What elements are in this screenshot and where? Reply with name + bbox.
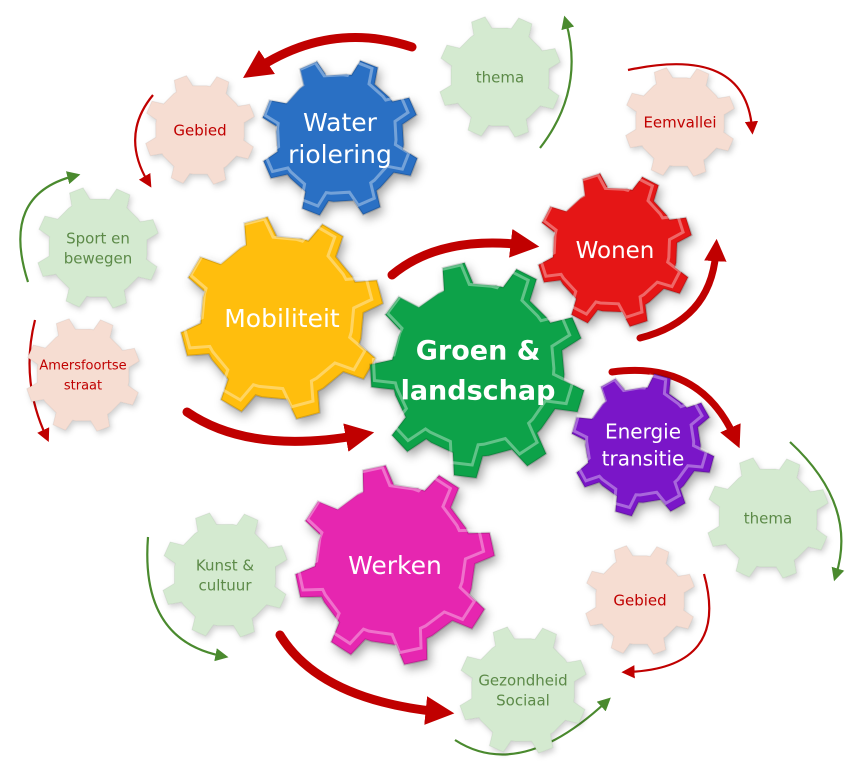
gear-sport-body — [37, 187, 159, 309]
gear-wonen-highlight — [538, 173, 685, 320]
gear-gezondheid-label-2: Sociaal — [496, 691, 550, 709]
gear-wonen: Wonen — [537, 172, 693, 328]
arrow-eemvallei-loop — [627, 63, 759, 135]
gear-gebied-top-body — [144, 74, 256, 186]
gear-eemvallei-label-1: Eemvallei — [643, 113, 716, 131]
gear-energie-label-2: transitie — [602, 447, 685, 471]
gear-water-label-1: Water — [303, 108, 378, 137]
arrow-sport-loop — [19, 171, 81, 283]
arrow-wonen-loop — [636, 238, 727, 342]
gear-sport-label-2: bewegen — [64, 249, 133, 267]
gear-gezondheid-label-1: Gezondheid — [478, 671, 567, 689]
gear-energie: Energie transitie — [570, 372, 716, 518]
gear-mobiliteit-label-1: Mobiliteit — [224, 304, 340, 333]
gear-mobiliteit-body — [179, 215, 385, 421]
arrow-kunst-loop — [146, 536, 229, 662]
gear-thema-top-label-1: thema — [476, 68, 524, 86]
gear-thema-top-body — [439, 16, 561, 138]
gear-amersfoortse-label-2: straat — [64, 379, 102, 394]
gear-groen-highlight — [371, 263, 575, 467]
gear-water: Water riolering — [261, 59, 419, 217]
gear-groen-label-2: landschap — [401, 375, 556, 406]
arrows-layer — [19, 15, 845, 756]
gear-groen: Groen & landschap — [369, 261, 586, 480]
gear-thema-right-body — [707, 457, 829, 579]
gear-thema-right: thema — [707, 457, 829, 579]
gear-sport-label-1: Sport en — [66, 229, 130, 247]
gear-energie-body — [570, 372, 716, 518]
gear-eemvallei-body — [624, 66, 736, 178]
gear-gebied-top: Gebied — [144, 74, 256, 186]
arrow-thema-top-loop — [539, 15, 575, 149]
gear-wonen-label-1: Wonen — [576, 238, 655, 264]
arrow-thema-right-loop — [789, 441, 845, 582]
gear-wonen-body — [537, 172, 693, 328]
gear-kunst-label-2: cultuur — [199, 576, 253, 594]
arrow-werken-to-gezondheid — [275, 630, 455, 725]
gear-gebied-top-label-1: Gebied — [173, 121, 226, 139]
arrow-groen-to-energie — [608, 366, 741, 449]
gear-gebied-bottom: Gebied — [584, 544, 696, 656]
gear-energie-label-1: Energie — [605, 420, 681, 444]
gear-amersfoortse: Amersfoortse straat — [26, 318, 140, 432]
arrow-mobiliteit-to-groen — [182, 407, 375, 452]
gear-mobiliteit: Mobiliteit — [179, 215, 385, 421]
gear-water-highlight — [262, 60, 411, 208]
gear-energie-highlight — [572, 373, 709, 510]
gear-mobiliteit-highlight — [182, 217, 374, 409]
gear-amersfoortse-label-1: Amersfoortse — [39, 359, 126, 374]
gear-groen-body — [369, 261, 586, 480]
arrow-groen-to-wonen — [387, 229, 540, 280]
arrow-water-to-gebied — [243, 33, 417, 78]
gear-gebied-bottom-body — [584, 544, 696, 656]
gear-amersfoortse-body — [26, 318, 140, 432]
gear-gezondheid-body — [459, 626, 587, 754]
gear-gebied-bottom-label-1: Gebied — [613, 591, 666, 609]
gear-werken-body — [294, 464, 496, 666]
gear-groen-label-1: Groen & — [416, 335, 541, 366]
gear-water-label-2: riolering — [288, 140, 392, 169]
gear-werken: Werken — [294, 464, 496, 666]
gear-werken-highlight — [296, 465, 486, 655]
gear-werken-label-1: Werken — [348, 551, 442, 580]
arrow-gezondheid-loop — [454, 697, 611, 756]
gear-eemvallei: Eemvallei — [624, 66, 736, 178]
arrow-gebied-bottom-loop — [621, 573, 711, 679]
gear-sport: Sport en bewegen — [37, 187, 159, 309]
gear-kunst-body — [162, 512, 288, 638]
gear-water-body — [261, 59, 419, 217]
arrow-amersfoortse-loop — [28, 319, 50, 442]
gear-kunst-label-1: Kunst & — [196, 556, 255, 574]
arrow-gebied-top-loop — [134, 94, 154, 188]
gear-thema-top: thema — [439, 16, 561, 138]
gear-thema-right-label-1: thema — [744, 509, 792, 527]
gear-kunst: Kunst & cultuur — [162, 512, 288, 638]
